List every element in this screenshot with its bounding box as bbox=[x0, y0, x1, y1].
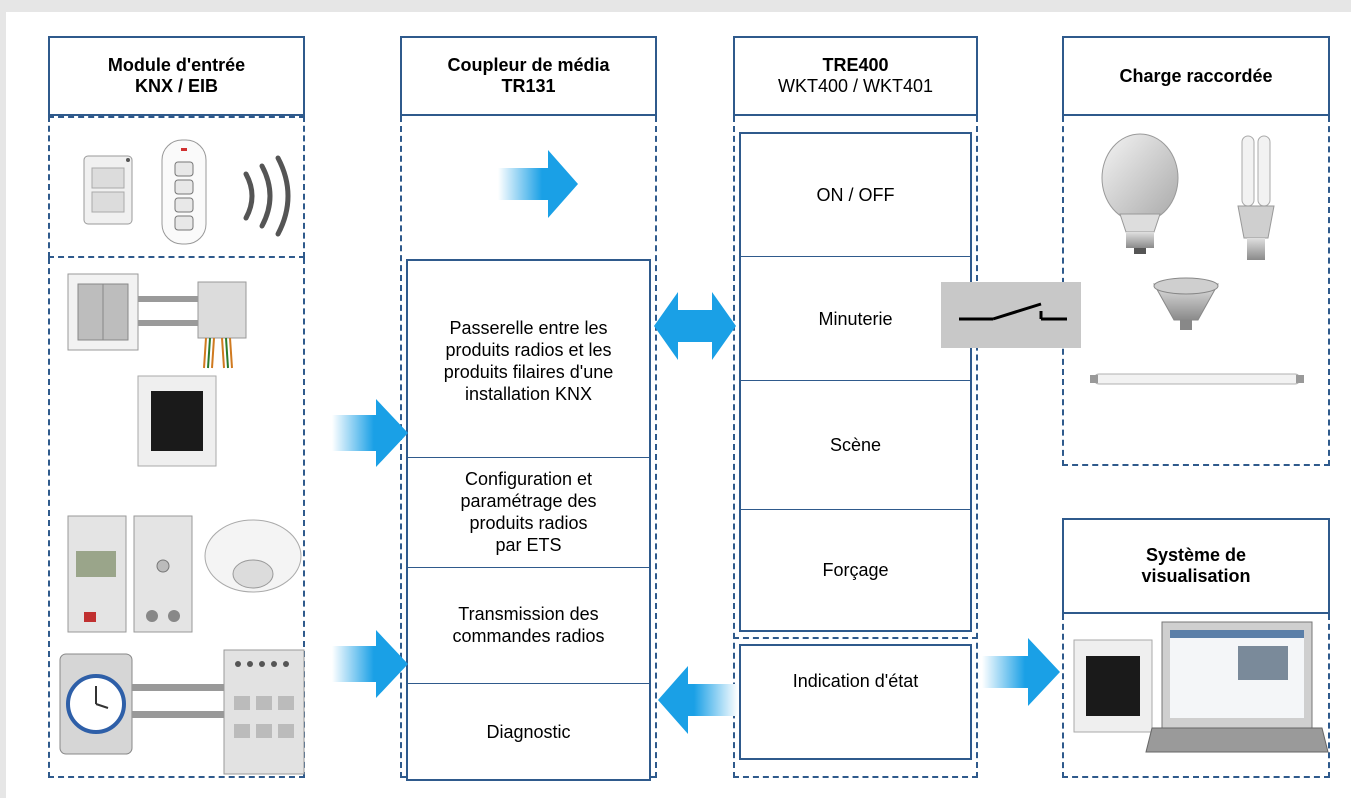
coupler-divider bbox=[408, 567, 649, 568]
receiver-column bbox=[733, 116, 978, 778]
radio-remote-control-icon bbox=[161, 139, 207, 245]
right-arrow-icon bbox=[498, 150, 578, 218]
visualisation-title: Système de visualisation bbox=[1141, 545, 1251, 586]
din-rail-modules-icon bbox=[67, 515, 193, 633]
receiver-divider bbox=[741, 509, 970, 510]
halogen-spot-icon bbox=[1153, 277, 1219, 330]
coupler-function-box: Passerelle entre les produits radios et … bbox=[406, 259, 651, 781]
receiver-divider bbox=[741, 380, 970, 381]
input-module-header: Module d'entrée KNX / EIB bbox=[48, 36, 305, 116]
radio-wave-icon bbox=[243, 155, 291, 237]
coupler-header: Coupleur de média TR131 bbox=[400, 36, 657, 116]
coupler-divider bbox=[408, 683, 649, 684]
din-actuator-icon bbox=[223, 649, 305, 775]
radio-input-group bbox=[48, 116, 305, 258]
receiver-status-box: Indication d'état bbox=[739, 644, 972, 760]
load-header: Charge raccordée bbox=[1062, 36, 1330, 116]
switch-contact-icon bbox=[959, 302, 1067, 321]
diagram-canvas: Module d'entrée KNX / EIB bbox=[6, 12, 1351, 798]
right-arrow-icon bbox=[332, 630, 408, 698]
wall-switch-with-module-icon bbox=[67, 273, 247, 369]
radio-push-button-icon bbox=[83, 155, 133, 225]
receiver-models: WKT400 / WKT401 bbox=[777, 76, 934, 96]
visualisation-group bbox=[1062, 614, 1330, 778]
coupler-cell-gateway: Passerelle entre les produits radios et … bbox=[443, 318, 614, 404]
receiver-divider bbox=[741, 256, 970, 257]
receiver-status-label: Indication d'état bbox=[792, 671, 919, 691]
compact-fluorescent-lamp-icon bbox=[1237, 135, 1275, 260]
load-group bbox=[1062, 116, 1330, 466]
touch-panel-icon bbox=[137, 375, 217, 467]
receiver-function-onoff: ON / OFF bbox=[816, 185, 895, 205]
laptop-icon bbox=[1145, 621, 1329, 753]
switch-contact-box bbox=[941, 282, 1081, 348]
time-switch-icon bbox=[59, 653, 226, 755]
right-arrow-icon bbox=[982, 638, 1060, 706]
coupler-divider bbox=[408, 457, 649, 458]
receiver-function-timer: Minuterie bbox=[818, 308, 893, 329]
receiver-title: TRE400 bbox=[822, 55, 889, 75]
right-arrow-icon bbox=[332, 399, 408, 467]
left-arrow-icon bbox=[658, 666, 738, 734]
coupler-model: TR131 bbox=[501, 76, 556, 96]
coupler-cell-diagnostic: Diagnostic bbox=[486, 721, 571, 742]
receiver-header: TRE400 WKT400 / WKT401 bbox=[733, 36, 978, 116]
motion-detector-icon bbox=[204, 519, 302, 593]
coupler-cell-config: Configuration et paramétrage des produit… bbox=[460, 469, 597, 555]
visualisation-header: Système de visualisation bbox=[1062, 518, 1330, 614]
fluorescent-tube-icon bbox=[1090, 373, 1304, 385]
input-module-title: Module d'entrée KNX / EIB bbox=[107, 55, 246, 96]
receiver-function-box: ON / OFF Minuterie Scène Forçage bbox=[739, 132, 972, 632]
load-title: Charge raccordée bbox=[1119, 65, 1273, 86]
receiver-function-scene: Scène bbox=[829, 435, 882, 455]
touch-panel-icon bbox=[1073, 639, 1153, 733]
receiver-function-override: Forçage bbox=[822, 560, 889, 580]
coupler-title: Coupleur de média bbox=[447, 55, 610, 75]
wired-input-group bbox=[48, 258, 305, 778]
double-arrow-icon bbox=[654, 292, 736, 360]
coupler-cell-transmission: Transmission des commandes radios bbox=[452, 604, 605, 646]
receiver-section-divider bbox=[733, 637, 978, 639]
incandescent-bulb-icon bbox=[1101, 133, 1179, 254]
